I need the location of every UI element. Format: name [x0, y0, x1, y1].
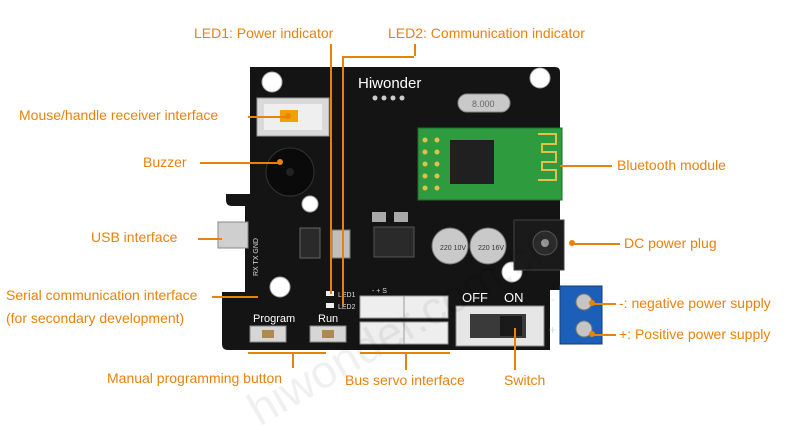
svg-text:8.000: 8.000	[472, 99, 495, 109]
micro-usb-port	[217, 221, 249, 249]
svg-text:ON: ON	[504, 290, 524, 305]
label-bus-servo: Bus servo interface	[345, 372, 465, 388]
diode	[299, 227, 321, 259]
svg-text:220 16V: 220 16V	[478, 245, 504, 252]
crystal	[457, 93, 511, 113]
label-usb: USB interface	[91, 229, 178, 245]
led-pads	[372, 95, 405, 101]
led2	[326, 303, 334, 308]
svg-text:+: +	[549, 323, 556, 337]
capacitor-1	[431, 227, 469, 265]
svg-text:Run: Run	[318, 313, 338, 325]
small-cap	[331, 229, 351, 259]
svg-text:OFF: OFF	[462, 290, 488, 305]
label-manual-button: Manual programming button	[107, 370, 283, 386]
svg-text:-: -	[551, 292, 555, 306]
dot-buzzer	[277, 159, 283, 165]
leader-switch	[514, 328, 516, 370]
mount-hole-tl	[261, 71, 283, 93]
svg-text:- + S: - + S	[372, 288, 387, 295]
dot-mouse	[285, 113, 291, 119]
leader-serial	[212, 296, 258, 298]
leader-led1	[330, 44, 332, 294]
svg-text:220 10V: 220 10V	[440, 245, 466, 252]
svg-text:LED2: LED2	[338, 304, 356, 311]
mount-hole-tr	[529, 67, 551, 89]
label-positive-supply: +: Positive power supply	[619, 326, 771, 342]
leader-manual-h	[248, 352, 326, 354]
svg-text:Program: Program	[253, 313, 295, 325]
leader-bus-v	[405, 352, 407, 370]
leader-neg	[592, 303, 616, 305]
label-negative-supply: -: negative power supply	[619, 295, 771, 311]
label-serial-sub: (for secondary development)	[6, 310, 185, 326]
servo-connector-4	[403, 321, 449, 345]
mount-hole-bl	[269, 276, 291, 298]
leader-manual-v	[292, 352, 294, 368]
brand-logo: Hiwonder	[358, 75, 421, 92]
label-dc-plug: DC power plug	[624, 235, 717, 251]
leader-dc	[572, 243, 620, 245]
label-serial: Serial communication interface	[6, 287, 198, 303]
label-switch: Switch	[504, 372, 546, 388]
label-buzzer: Buzzer	[143, 154, 187, 170]
leader-led2-top	[414, 44, 416, 56]
regulator	[373, 226, 415, 258]
servo-connector-2	[403, 295, 449, 319]
label-mouse-receiver: Mouse/handle receiver interface	[19, 107, 219, 123]
label-led1: LED1: Power indicator	[194, 25, 334, 41]
mount-hole-ml	[301, 195, 319, 213]
leader-led2-v	[342, 56, 344, 306]
svg-text:LED1: LED1	[338, 292, 356, 299]
label-led2: LED2: Communication indicator	[388, 25, 585, 41]
dot-neg	[589, 300, 595, 306]
leader-pos	[592, 334, 616, 336]
dot-pos	[589, 331, 595, 337]
leader-led2-h	[342, 56, 414, 58]
label-bluetooth: Bluetooth module	[617, 157, 726, 173]
leader-buzzer	[200, 162, 280, 164]
dot-dc	[569, 240, 575, 246]
capacitor-2	[469, 227, 507, 265]
leader-usb	[198, 238, 222, 240]
leader-bluetooth	[560, 165, 612, 167]
svg-text:RX TX GND: RX TX GND	[253, 238, 260, 276]
leader-mouse	[248, 116, 288, 118]
